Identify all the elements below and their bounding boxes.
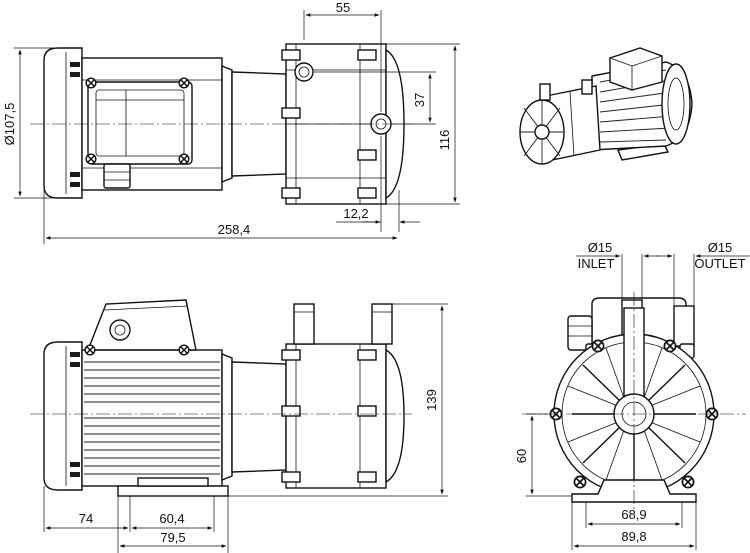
outlet-label: OUTLET <box>694 256 745 271</box>
front-view <box>522 292 746 510</box>
dim-55: 55 <box>336 0 350 15</box>
dim-60: 60 <box>514 449 529 463</box>
iso-inlet-port <box>539 83 551 101</box>
inlet-diameter: Ø15 <box>588 240 613 255</box>
dim-89-8: 89,8 <box>621 529 646 544</box>
side-inlet-port <box>293 303 315 345</box>
side-view <box>30 299 412 497</box>
side-motor-fins <box>84 361 220 475</box>
front-outlet-port <box>673 305 695 347</box>
dim-139: 139 <box>424 389 439 411</box>
front-view-dimensions: Ø15 INLET Ø15 OUTLET 60 68,9 89,8 <box>514 240 750 550</box>
dim-68-9: 68,9 <box>621 507 646 522</box>
side-view-dimensions: 139 74 60,4 79,5 <box>43 303 448 553</box>
dim-116: 116 <box>437 130 452 151</box>
top-inlet-port <box>294 62 314 82</box>
fan-cover-clips <box>70 62 80 187</box>
side-cable-gland <box>109 319 131 341</box>
side-fan-cover-clips <box>70 352 80 477</box>
outlet-diameter: Ø15 <box>708 240 733 255</box>
top-view <box>30 43 412 205</box>
housing-bolts <box>281 49 377 199</box>
side-housing-bolts <box>281 349 377 483</box>
pump-isometric-view <box>519 47 693 165</box>
dim-74: 74 <box>79 511 93 526</box>
dim-diameter-107-5: Ø107,5 <box>2 103 17 146</box>
side-base-foot <box>117 485 229 497</box>
iso-outlet-port <box>581 79 593 95</box>
top-view-dimensions: Ø107,5 55 37 116 12,2 258,4 <box>2 0 460 244</box>
inlet-label: INLET <box>578 256 615 271</box>
side-outlet-port <box>371 303 393 345</box>
dim-79-5: 79,5 <box>160 530 185 545</box>
dim-60-4: 60,4 <box>159 511 184 526</box>
dim-12-2: 12,2 <box>343 206 368 221</box>
dim-37: 37 <box>412 93 427 107</box>
dim-258-4: 258,4 <box>218 222 251 237</box>
